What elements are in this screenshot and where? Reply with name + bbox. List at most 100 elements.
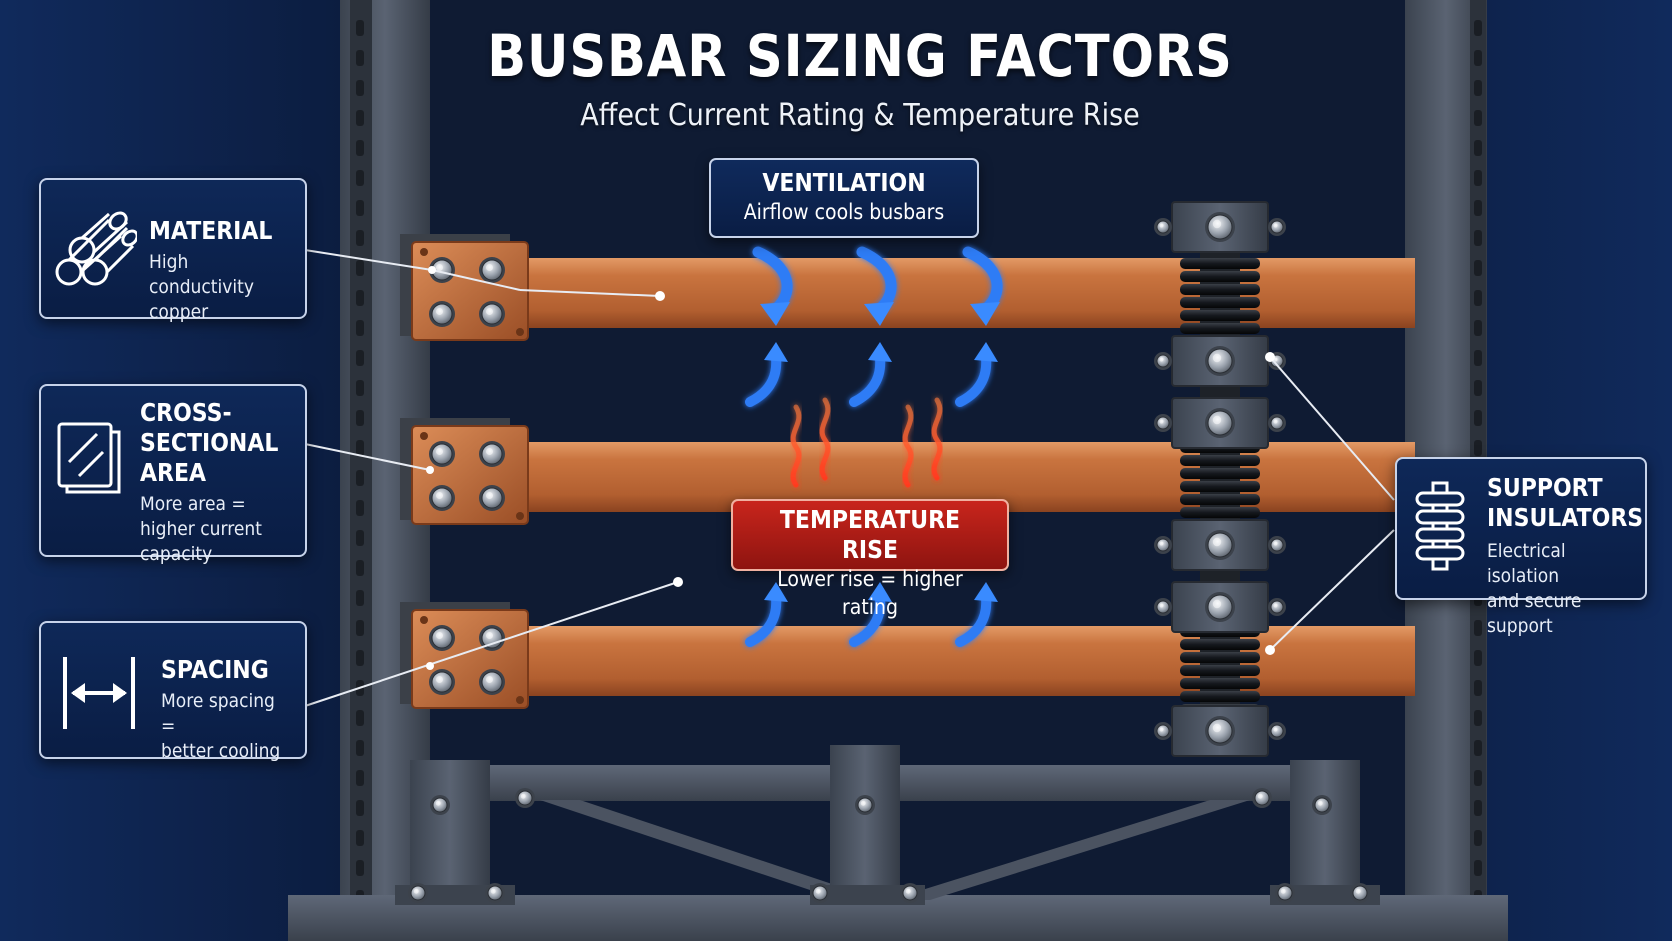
insulator-icon — [1415, 481, 1465, 571]
busbar-top — [500, 258, 1415, 328]
card-material: MATERIAL High conductivity copper — [39, 178, 307, 323]
frame-slot — [356, 320, 364, 336]
bolt — [429, 669, 455, 695]
bolt — [1350, 883, 1370, 903]
airflow-arrow-up — [955, 353, 992, 407]
copper-rods-icon — [55, 211, 137, 286]
bottom-support-frame — [395, 745, 1380, 905]
frame-slot — [1474, 320, 1482, 336]
bolt — [810, 883, 830, 903]
frame-slot — [1474, 50, 1482, 66]
insulator-rib — [1180, 652, 1260, 663]
bolt — [1268, 218, 1286, 236]
card-material-title: MATERIAL — [149, 216, 273, 245]
frame-slot — [1474, 680, 1482, 696]
busbar-bottom — [500, 626, 1415, 696]
frame-slot — [1474, 710, 1482, 726]
frame-slot — [356, 740, 364, 756]
bolt — [1154, 218, 1172, 236]
frame-slot — [356, 530, 364, 546]
insulator-rib — [1180, 310, 1260, 321]
frame-slot — [1474, 170, 1482, 186]
insulator-rib — [1180, 271, 1260, 282]
clamp-block-middle — [400, 418, 529, 525]
callout-temperature-rise: TEMPERATURE RISE Lower rise = higher rat… — [731, 499, 1009, 619]
insulator-rib — [1180, 468, 1260, 479]
frame-slot — [1474, 20, 1482, 36]
spacing-arrow-icon — [63, 657, 135, 729]
frame-slot — [1474, 740, 1482, 756]
insulator-rib — [1180, 507, 1260, 518]
page-subtitle: Affect Current Rating & Temperature Rise — [580, 98, 1140, 133]
frame-slot — [356, 50, 364, 66]
heat-waves — [790, 397, 943, 488]
frame-slot — [356, 560, 364, 576]
bolt — [1154, 598, 1172, 616]
callout-ventilation-desc: Airflow cools busbars — [743, 200, 945, 224]
bolt — [855, 795, 875, 815]
frame-slot — [1474, 200, 1482, 216]
bolt — [1252, 788, 1272, 808]
airflow-arrow-head — [864, 302, 894, 326]
frame-slot — [356, 830, 364, 846]
insulator-rib — [1180, 678, 1260, 689]
frame-slot — [356, 290, 364, 306]
frame-slot — [356, 260, 364, 276]
heat-wave — [902, 404, 914, 488]
insulator-rib — [1180, 639, 1260, 650]
frame-slot — [1474, 830, 1482, 846]
frame-slot — [356, 470, 364, 486]
bolt — [900, 883, 920, 903]
airflow-arrow-head — [868, 342, 892, 362]
bolt — [429, 301, 455, 327]
airflow-arrow-up — [849, 593, 886, 647]
clamp-block-top — [400, 234, 529, 341]
insulator-rib — [1180, 665, 1260, 676]
callout-temperature-title: TEMPERATURE RISE — [779, 505, 961, 564]
frame-slot — [356, 710, 364, 726]
card-cross-section-desc: More area = higher current capacity — [140, 493, 262, 565]
frame-slot — [356, 140, 364, 156]
airflow-arrow-head — [764, 342, 788, 362]
frame-slot — [356, 230, 364, 246]
insulator-rib — [1180, 323, 1260, 334]
card-spacing: SPACING More spacing = better cooling — [39, 621, 307, 762]
bolt — [1205, 530, 1235, 560]
heat-wave — [931, 397, 943, 481]
airflow-arrows — [745, 246, 1003, 647]
frame-slot — [1474, 770, 1482, 786]
frame-slot — [356, 20, 364, 36]
leader-lines — [304, 249, 1395, 707]
frame-slot — [356, 170, 364, 186]
page-title: BUSBAR SIZING FACTORS — [487, 22, 1233, 90]
cross-section-icon — [57, 422, 121, 494]
bolt — [1268, 722, 1286, 740]
airflow-arrow-head — [868, 582, 892, 602]
frame-slot — [356, 80, 364, 96]
airflow-arrow-up — [745, 593, 782, 647]
frame-slot — [1474, 440, 1482, 456]
bolt — [1275, 883, 1295, 903]
insulator-rib — [1180, 494, 1260, 505]
frame-slot — [356, 350, 364, 366]
frame-slot — [356, 110, 364, 126]
airflow-arrow-up — [849, 353, 886, 407]
bolt — [408, 883, 428, 903]
frame-slot — [356, 500, 364, 516]
bolt — [1268, 536, 1286, 554]
frame-slot — [1474, 860, 1482, 876]
bolt — [1154, 352, 1172, 370]
callout-ventilation: VENTILATION Airflow cools busbars — [709, 158, 979, 238]
frame-slot — [356, 770, 364, 786]
bolt — [429, 257, 455, 283]
bolt — [1154, 722, 1172, 740]
frame-slot — [1474, 140, 1482, 156]
frame-slot — [1474, 260, 1482, 276]
frame-slot — [1474, 620, 1482, 636]
bolt — [1154, 414, 1172, 432]
card-cross-section: CROSS- SECTIONAL AREA More area = higher… — [39, 384, 307, 565]
frame-slot — [1474, 380, 1482, 396]
bolt — [1205, 212, 1235, 242]
insulator-rib — [1180, 284, 1260, 295]
callout-ventilation-title: VENTILATION — [762, 168, 926, 197]
